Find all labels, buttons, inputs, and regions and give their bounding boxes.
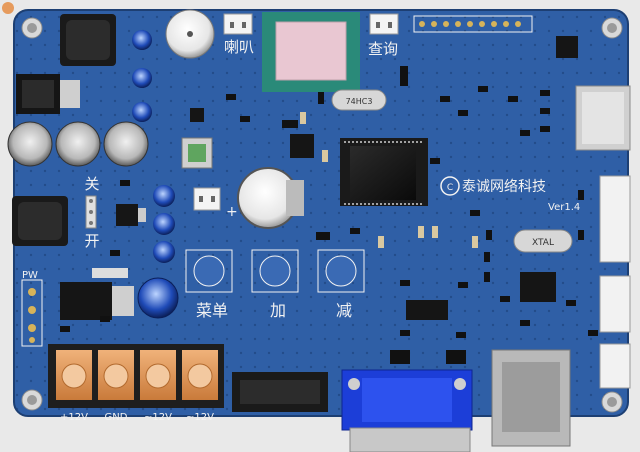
soic-chip-1 (290, 134, 314, 158)
battery-connector (193, 187, 221, 211)
terminal-label-3: ~12V (144, 412, 172, 423)
lcd-module (262, 12, 360, 92)
button-subtract-label: 减 (336, 301, 352, 320)
button-add-label: 加 (270, 301, 286, 320)
ethernet-port (491, 349, 571, 447)
idc-header (232, 372, 328, 412)
corner-marker (2, 2, 14, 14)
vga-connector (341, 369, 473, 452)
regulator-top (16, 74, 80, 114)
button-add (251, 249, 299, 293)
power-switch (85, 195, 97, 229)
brand-logo: C (440, 176, 460, 196)
big-grey-caps (7, 121, 149, 167)
switch-on-label: 开 (84, 232, 99, 250)
top-pin-header (413, 15, 533, 33)
right-connectors (599, 175, 631, 389)
crystal-small: 74HC3 (331, 89, 387, 111)
button-menu-label: 菜单 (196, 301, 228, 320)
speaker-label: 喇叭 (224, 38, 254, 56)
query-label: 查询 (368, 40, 398, 58)
power-header (21, 279, 43, 347)
query-connector (369, 13, 399, 35)
regulator-bottom (60, 282, 134, 320)
terminal-label-1: +12V (60, 412, 88, 423)
ceramic-caps (300, 112, 478, 248)
crystal-small-label: 74HC3 (346, 97, 373, 106)
passive-components (60, 66, 598, 364)
mounting-holes (21, 17, 623, 413)
inductor-left (12, 196, 68, 246)
small-caps (132, 30, 152, 122)
inductor-top (60, 14, 116, 66)
button-menu (185, 249, 233, 293)
crystal-large: XTAL (513, 229, 573, 253)
switch-off-label: 关 (84, 175, 99, 193)
screw-terminal-block (48, 344, 224, 408)
reset-button (181, 137, 213, 169)
big-blue-cap (137, 277, 179, 319)
soic-chip-2 (406, 300, 448, 320)
crystal-large-label: XTAL (532, 238, 554, 248)
battery-plus: + (226, 204, 238, 220)
ldo-chip (116, 204, 146, 226)
version-text: Ver1.4 (548, 202, 580, 213)
speaker-connector (223, 13, 253, 35)
button-subtract (317, 249, 365, 293)
qfp-chip-right (520, 272, 556, 302)
main-mcu (340, 138, 428, 206)
blue-caps-middle (153, 185, 175, 263)
ic-top-right (556, 36, 578, 58)
brand-text: 泰诚网络科技 (462, 179, 546, 195)
transistor (190, 108, 204, 122)
power-header-label: PW (22, 270, 38, 281)
terminal-label-4: ~12V (186, 412, 214, 423)
sd-card-slot (575, 85, 631, 151)
coin-battery (237, 167, 304, 229)
terminal-label-2: GND (105, 412, 128, 423)
svg-text:C: C (447, 183, 453, 193)
